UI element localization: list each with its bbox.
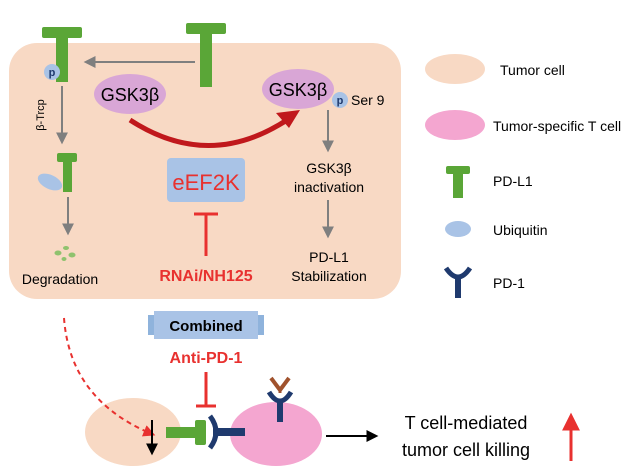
combined-label: Combined — [169, 318, 242, 335]
anti-pd1-antibody-icon — [269, 376, 291, 393]
t-cell-pd1-cup — [266, 390, 294, 404]
inhibitor-label: RNAi/NH125 — [159, 268, 252, 285]
phospho-label-right: p — [337, 95, 344, 107]
legend-pdl1-icon — [446, 166, 470, 198]
legend-tumor-cell-label: Tumor cell — [500, 62, 565, 78]
bottom-pd1-stem — [213, 428, 245, 436]
legend-ubiquitin-label: Ubiquitin — [493, 222, 547, 238]
gsk3b-active — [94, 74, 166, 114]
bottom-t-cell — [230, 402, 322, 466]
combined-box-inner — [154, 311, 258, 339]
beta-trcp-label: β-Trcp — [35, 99, 47, 131]
legend-tumor-cell-swatch — [425, 54, 485, 84]
anti-pd1-label: Anti-PD-1 — [170, 350, 243, 367]
inactivation-line2: inactivation — [294, 179, 364, 195]
gsk3b-phospho-label: GSK3β — [269, 80, 327, 100]
gsk3b-phospho — [262, 69, 334, 109]
legend-pd1-label: PD-1 — [493, 275, 525, 291]
degradation-label: Degradation — [22, 271, 98, 287]
gsk3b-active-label: GSK3β — [101, 85, 159, 105]
eef2k-box — [167, 158, 245, 202]
phospho-circle-right — [332, 92, 348, 108]
legend-t-cell-swatch — [425, 110, 485, 140]
phosphorylation-curve — [128, 115, 292, 148]
phosphorylation-arrowhead — [276, 110, 300, 128]
legend-pd1-icon — [443, 266, 473, 298]
outcome-line2: tumor cell killing — [402, 440, 530, 460]
legend-pdl1-label: PD-L1 — [493, 173, 533, 189]
legend-ubiquitin-swatch — [445, 221, 471, 237]
legend-t-cell-label: Tumor-specific T cell — [493, 118, 621, 134]
t-cell-pd1-stem — [277, 400, 283, 422]
bottom-pdl1-icon — [166, 420, 206, 445]
stabilization-line1: PD-L1 — [309, 249, 349, 265]
pdl1-center-icon — [186, 23, 226, 87]
pdl1-ubiquitinated-icon — [57, 153, 77, 192]
stabilization-line2: Stabilization — [291, 268, 367, 284]
inactivation-line1: GSK3β — [306, 160, 351, 176]
phospho-circle-left — [44, 64, 60, 80]
degradation-fragments-icon — [54, 246, 76, 261]
outcome-line1: T cell-mediated — [405, 413, 528, 433]
phospho-label-left: p — [49, 67, 56, 79]
ser9-label: Ser 9 — [351, 92, 385, 108]
dashed-red-arrow — [63, 317, 156, 437]
ubiquitin-on-pdl1 — [37, 173, 63, 191]
eef2k-label: eEF2K — [172, 170, 240, 195]
